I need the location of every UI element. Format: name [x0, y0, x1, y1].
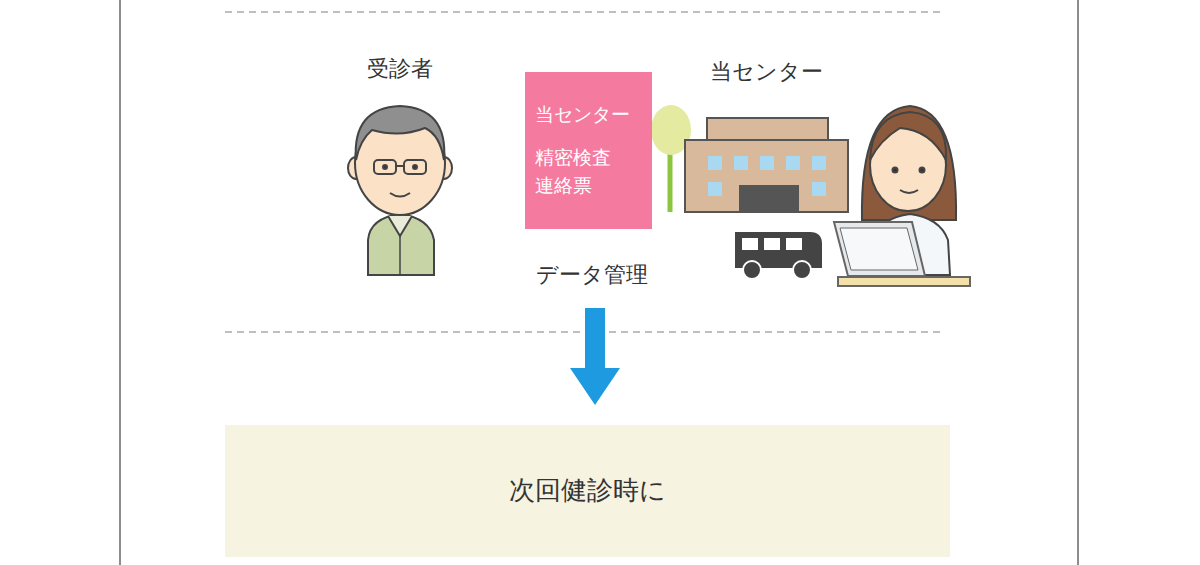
box-heading: 当センター	[535, 101, 642, 129]
party-label: 受診者	[367, 54, 433, 84]
frame-line	[1077, 0, 1079, 565]
process-label: データ管理	[536, 260, 648, 290]
box-body: 精密検査 連絡票	[535, 144, 630, 199]
party-label: 当センター	[710, 57, 823, 87]
dashed-separator	[225, 331, 940, 333]
frame-line	[119, 0, 121, 565]
contact-form-box: 当センター精密検査 連絡票	[525, 72, 652, 229]
bus	[735, 232, 822, 279]
down-arrow	[570, 308, 620, 405]
center-building	[685, 118, 848, 212]
dashed-separator	[225, 11, 940, 13]
patient-figure	[348, 106, 452, 275]
result-band: 次回健診時に	[225, 425, 950, 557]
box-heading: 次回健診時に	[235, 472, 940, 510]
laptop	[834, 222, 970, 286]
